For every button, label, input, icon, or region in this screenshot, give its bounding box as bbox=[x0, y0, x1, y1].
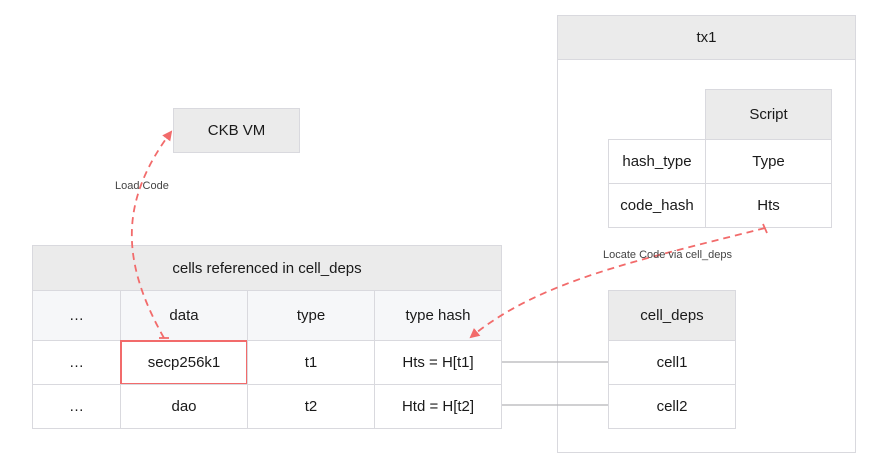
table-cell: … bbox=[32, 384, 121, 429]
script-key-code-hash: code_hash bbox=[608, 183, 706, 228]
load-code-label: Load Code bbox=[115, 180, 169, 192]
locate-code-tail bbox=[762, 223, 768, 234]
cell-deps-header: cell_deps bbox=[608, 290, 736, 341]
table-cell: t1 bbox=[247, 340, 375, 385]
cell-deps-item: cell1 bbox=[608, 340, 736, 385]
locate-code-label: Locate Code via cell_deps bbox=[603, 249, 733, 261]
column-header: data bbox=[120, 290, 248, 341]
cell-deps-item: cell2 bbox=[608, 384, 736, 429]
table-cell: Htd = H[t2] bbox=[374, 384, 502, 429]
table-cell: dao bbox=[120, 384, 248, 429]
script-header: Script bbox=[705, 89, 832, 140]
locate-code-arrow bbox=[469, 227, 766, 339]
tx1-title: tx1 bbox=[557, 15, 856, 60]
column-header: … bbox=[32, 290, 121, 341]
load-code-arrow bbox=[130, 130, 173, 339]
ckb-vm-node: CKB VM bbox=[173, 108, 300, 153]
column-header: type bbox=[247, 290, 375, 341]
table-cell: Hts = H[t1] bbox=[374, 340, 502, 385]
script-value-code-hash: Hts bbox=[705, 183, 832, 228]
